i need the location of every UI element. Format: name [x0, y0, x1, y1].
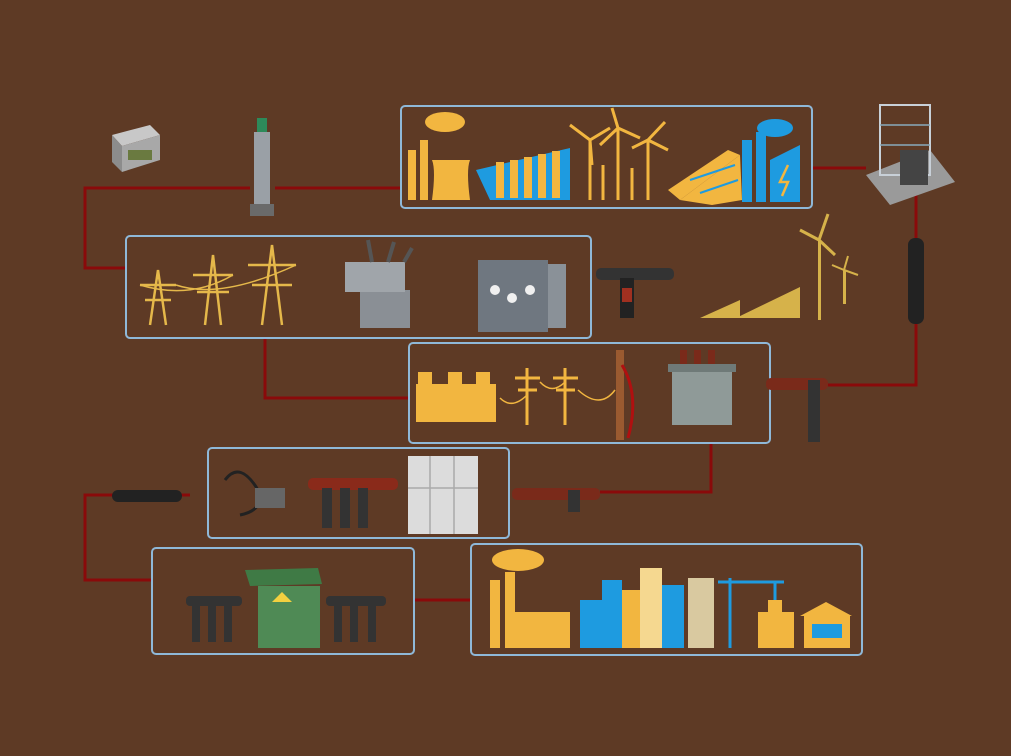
- compact-substation-icon: [245, 568, 322, 648]
- elbow-connector-icon: [596, 268, 674, 318]
- cable-joint-icon: [112, 490, 182, 502]
- panel-transmission: [125, 235, 592, 339]
- capacitor-bank-icon: [416, 372, 496, 422]
- switch-cabinet-icon: [478, 260, 566, 332]
- pylon-icon: [139, 244, 297, 326]
- junction-box-icon: [112, 125, 160, 172]
- ring-main-unit-icon: [408, 456, 478, 534]
- t-connector-icon: [308, 478, 398, 528]
- panel-distribution: [408, 342, 771, 444]
- panel-connectors: [151, 547, 415, 655]
- panel-generation: [400, 105, 813, 209]
- insulator-icon: [250, 118, 274, 216]
- cable-joint-icon: [908, 238, 924, 324]
- building-icon: [758, 600, 794, 648]
- t-connector-icon: [186, 596, 242, 642]
- factory-icon: [490, 549, 570, 648]
- wind-solar-icon: [700, 213, 859, 320]
- panel-consumers: [470, 543, 863, 656]
- house-icon: [800, 602, 852, 648]
- power-transformer-icon: [345, 239, 414, 328]
- factory-icon: [408, 112, 470, 200]
- wind-turbines-icon: [569, 107, 669, 200]
- crane-icon: [718, 578, 784, 648]
- substation-icon: [866, 104, 955, 205]
- city-buildings-icon: [580, 568, 714, 648]
- t-connector-icon: [326, 596, 386, 642]
- pole-mounted-cable-icon: [616, 350, 635, 440]
- elbow-connector-icon: [512, 488, 600, 512]
- dam-icon: [476, 148, 570, 200]
- distribution-transformer-icon: [668, 350, 736, 425]
- power-plant-icon: [742, 119, 800, 202]
- solar-panel-icon: [668, 150, 742, 205]
- elbow-connector-icon: [766, 378, 828, 442]
- utility-pole-icon: [499, 368, 616, 425]
- panel-switchgear: [207, 447, 510, 539]
- cable-harness-icon: [223, 470, 285, 517]
